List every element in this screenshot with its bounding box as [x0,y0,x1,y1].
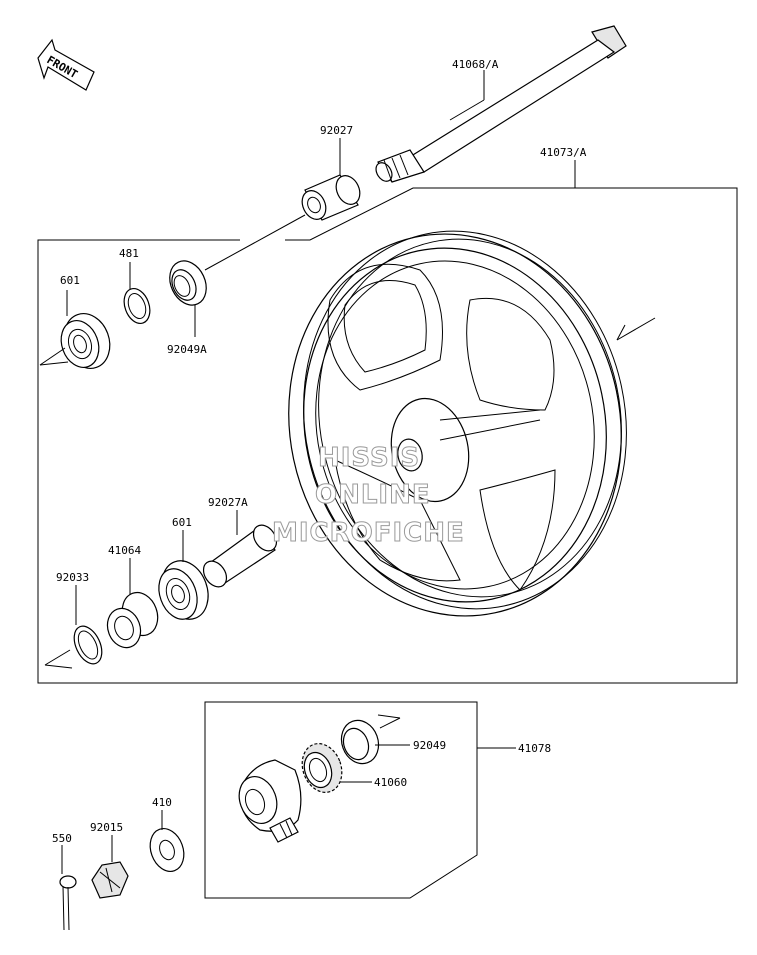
washer [149,828,185,872]
label-collar-center: 92027A [208,496,248,509]
label-bearing-right: 601 [172,516,192,529]
watermark-line1: HISSIS [318,443,420,473]
circlip [123,287,151,325]
cotter-pin [59,875,77,931]
main-frame [37,187,738,684]
bearing-left [60,313,111,369]
label-gear: 41060 [374,776,407,789]
label-seal-gear: 92049 [413,739,446,752]
label-gear-housing-assy: 41078 [518,742,551,755]
label-cotter-pin: 550 [52,832,72,845]
wheel [288,230,627,617]
gear-frame [204,701,478,899]
label-coupling: 41064 [108,544,141,557]
label-bearing-left: 601 [60,274,80,287]
label-wheel: 41073/A [540,146,587,159]
axle [375,25,627,183]
front-arrow-icon: FRONT [37,38,95,91]
label-nut: 92015 [90,821,123,834]
seal-left [169,260,207,306]
seal-gear [340,719,380,765]
label-snap-ring: 92033 [56,571,89,584]
watermark: HISSIS ONLINE MICROFICHE [272,443,465,549]
snap-ring [73,625,103,665]
collar-left [301,174,361,221]
coupling [106,591,159,649]
label-seal-left: 92049A [167,343,207,356]
label-axle: 41068/A [452,58,499,71]
label-washer: 410 [152,796,172,809]
watermark-line3: MICROFICHE [272,518,465,548]
gear-housing [238,759,302,843]
gear [301,743,343,793]
nut [91,861,129,899]
bearing-right [158,560,209,620]
label-collar-left: 92027 [320,124,353,137]
label-circlip: 481 [119,247,139,260]
collar-center [202,524,278,588]
watermark-line2: ONLINE [315,480,431,510]
